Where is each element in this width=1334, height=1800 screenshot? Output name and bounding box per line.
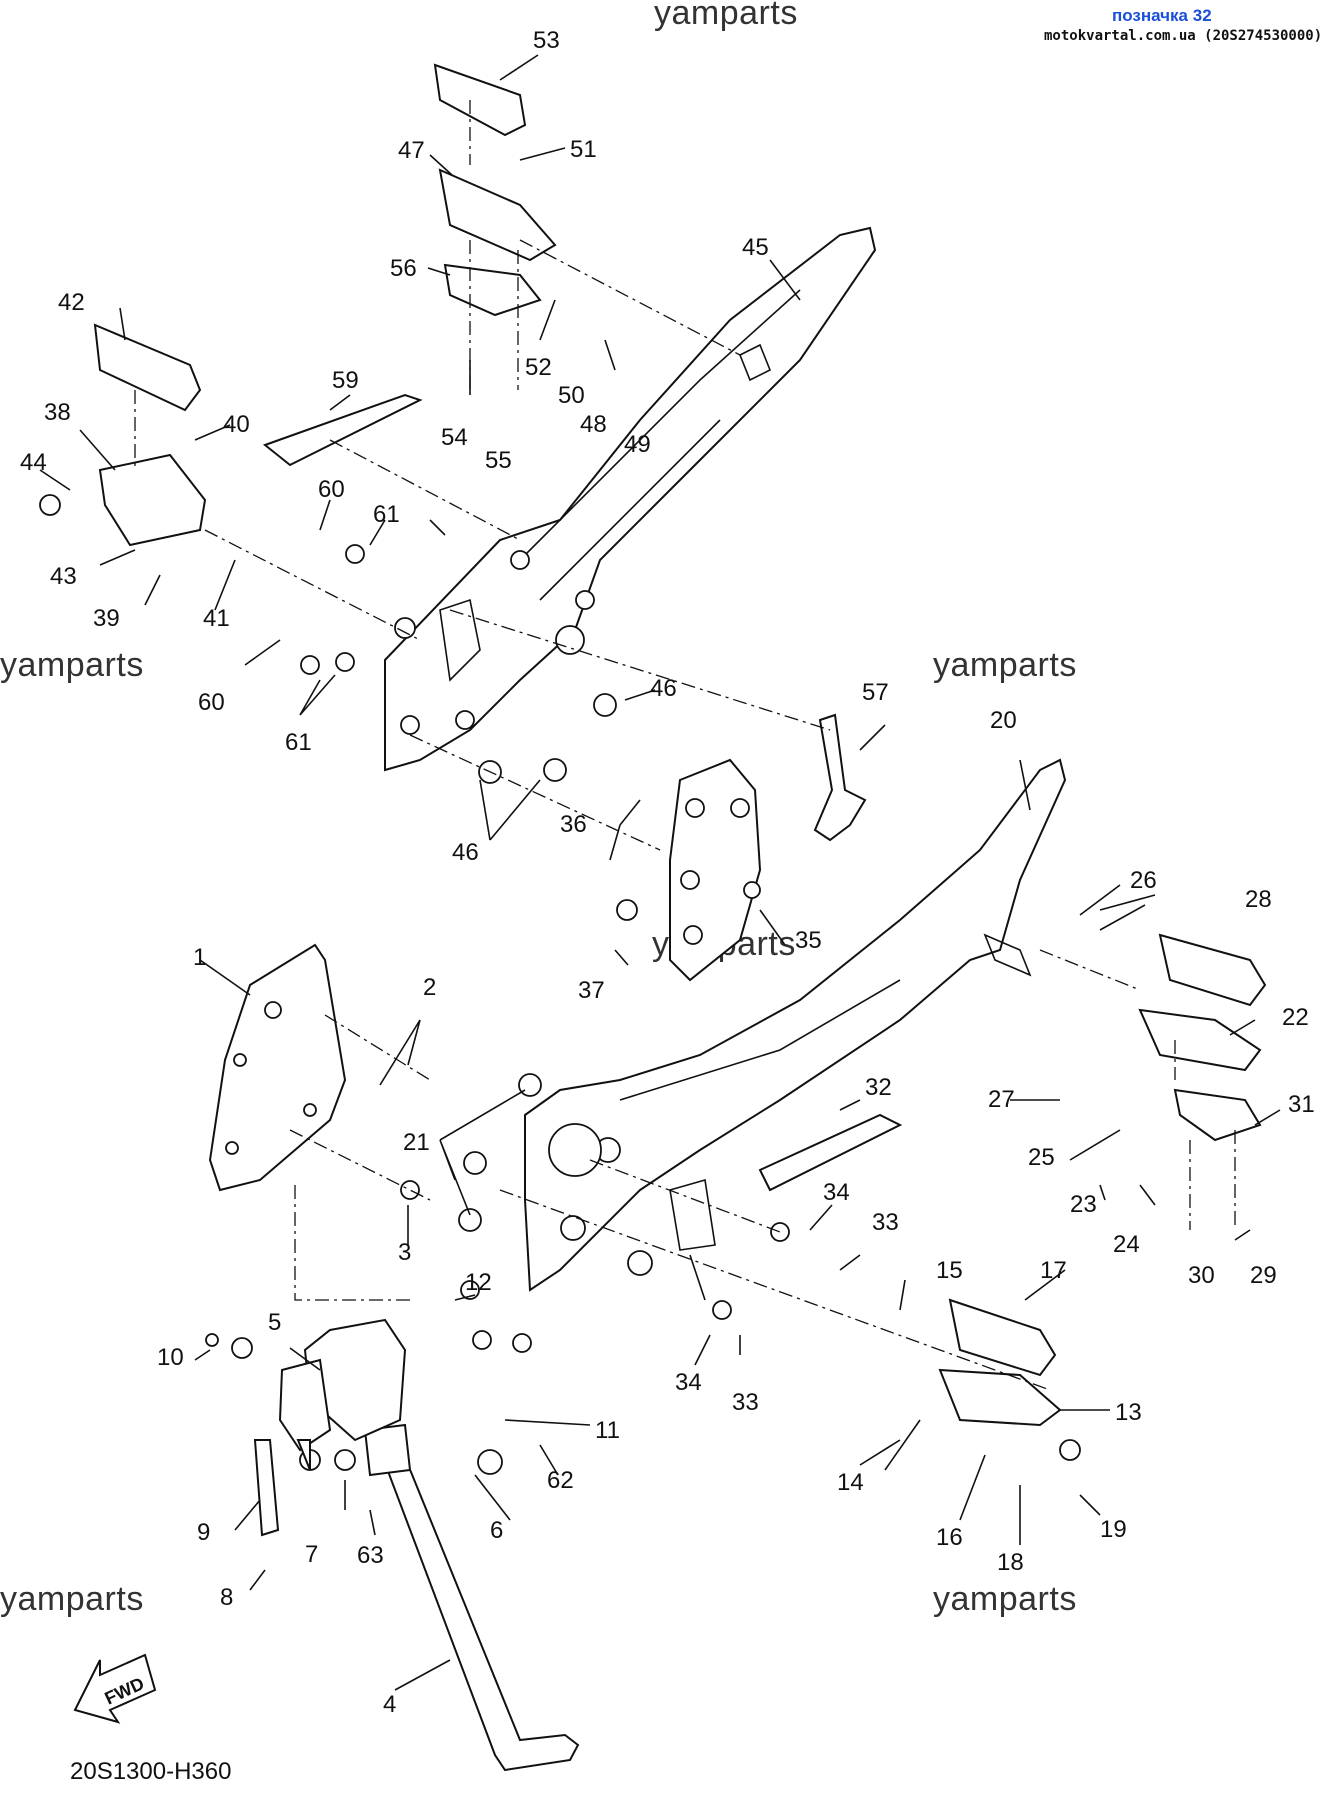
watermark-left-bottom: yamparts <box>0 1580 144 1618</box>
callout-51: 51 <box>570 136 597 163</box>
watermark-top: yamparts <box>654 0 798 32</box>
callout-39: 39 <box>93 605 120 632</box>
callout-24: 24 <box>1113 1231 1140 1258</box>
heel-plate-59 <box>262 393 423 467</box>
callout-42: 42 <box>58 289 85 316</box>
callout-49: 49 <box>624 431 651 458</box>
callout-leaders <box>39 54 1281 1691</box>
fwd-arrow: FWD <box>73 1653 157 1724</box>
callout-21: 21 <box>403 1129 430 1156</box>
callout-7: 7 <box>305 1541 318 1568</box>
callout-61-upper: 61 <box>373 501 400 528</box>
callout-3: 3 <box>398 1239 411 1266</box>
footrest-rear-left-38 <box>93 323 207 547</box>
callout-45: 45 <box>742 234 769 261</box>
rear-bracket-lower <box>524 758 1067 1292</box>
footrest-front-right-22 <box>1138 933 1267 1142</box>
callout-60-upper: 60 <box>318 476 345 503</box>
callout-9: 9 <box>197 1519 210 1546</box>
callout-25: 25 <box>1028 1144 1055 1171</box>
callout-60-lower: 60 <box>198 689 225 716</box>
callout-11: 11 <box>595 1417 620 1444</box>
callout-27: 27 <box>988 1086 1015 1113</box>
diagram-code: 20S1300-H360 <box>70 1758 232 1785</box>
callout-46-upper: 46 <box>650 675 677 702</box>
callout-5: 5 <box>268 1309 281 1336</box>
callout-33-lower: 33 <box>732 1389 759 1416</box>
callout-33-upper: 33 <box>872 1209 899 1236</box>
callout-38: 38 <box>44 399 71 426</box>
callout-28: 28 <box>1245 886 1272 913</box>
callout-61-lower: 61 <box>285 729 312 756</box>
callout-19: 19 <box>1100 1516 1127 1543</box>
callout-23: 23 <box>1070 1191 1097 1218</box>
callout-37: 37 <box>578 977 605 1004</box>
callout-20: 20 <box>990 707 1017 734</box>
callout-22: 22 <box>1282 1004 1309 1031</box>
callout-26: 26 <box>1130 867 1157 894</box>
callout-40: 40 <box>223 411 250 438</box>
callout-13: 13 <box>1115 1399 1142 1426</box>
footrest-front-left-13 <box>938 1298 1062 1427</box>
watermark-left-mid: yamparts <box>0 646 144 684</box>
callout-6: 6 <box>490 1517 503 1544</box>
stand-bracket-5 <box>278 1318 407 1452</box>
callout-2: 2 <box>423 974 436 1001</box>
callout-43: 43 <box>50 563 77 590</box>
callout-56: 56 <box>390 255 417 282</box>
callout-55: 55 <box>485 447 512 474</box>
callout-18: 18 <box>997 1549 1024 1576</box>
callout-36: 36 <box>560 811 587 838</box>
callout-63: 63 <box>357 1542 384 1569</box>
callout-15: 15 <box>936 1257 963 1284</box>
callout-34-lower: 34 <box>675 1369 702 1396</box>
callout-34-upper: 34 <box>823 1179 850 1206</box>
watermark-right-mid: yamparts <box>933 646 1077 684</box>
callout-47: 47 <box>398 137 425 164</box>
callout-29: 29 <box>1250 1262 1277 1289</box>
callout-54: 54 <box>441 424 468 451</box>
callout-16: 16 <box>936 1524 963 1551</box>
header-site: motokvartal.com.ua (20S274530000) <box>1044 28 1323 44</box>
watermark-right-bottom: yamparts <box>933 1580 1077 1618</box>
callout-31: 31 <box>1288 1091 1315 1118</box>
callout-17: 17 <box>1040 1257 1067 1284</box>
callout-62: 62 <box>547 1467 574 1494</box>
callout-8: 8 <box>220 1584 233 1611</box>
callout-35: 35 <box>795 927 822 954</box>
footrest-rear-right-47 <box>433 63 557 317</box>
callout-53: 53 <box>533 27 560 54</box>
side-stand-4 <box>363 1423 580 1772</box>
plate-35 <box>669 758 762 982</box>
callout-52: 52 <box>525 354 552 381</box>
callout-41: 41 <box>203 605 230 632</box>
callout-4: 4 <box>383 1691 396 1718</box>
callout-12: 12 <box>465 1269 492 1296</box>
callout-57: 57 <box>862 679 889 706</box>
callout-10: 10 <box>157 1344 184 1371</box>
callout-59: 59 <box>332 367 359 394</box>
callout-44: 44 <box>20 449 47 476</box>
callout-50: 50 <box>558 382 585 409</box>
callout-30: 30 <box>1188 1262 1215 1289</box>
callout-numbers: 53 47 51 45 56 42 52 59 50 38 40 48 54 4… <box>20 27 1315 1718</box>
callout-48: 48 <box>580 411 607 438</box>
hardware <box>39 494 1081 1537</box>
callout-32: 32 <box>865 1074 892 1101</box>
rear-bracket-upper <box>384 226 877 772</box>
heel-plate-32 <box>758 1113 903 1192</box>
callout-1: 1 <box>193 944 206 971</box>
bracket-57 <box>813 713 867 842</box>
header-label: позначка 32 <box>1112 6 1212 25</box>
callout-46-lower: 46 <box>452 839 479 866</box>
callout-14: 14 <box>837 1469 864 1496</box>
side-stand-plate-1 <box>208 943 347 1192</box>
